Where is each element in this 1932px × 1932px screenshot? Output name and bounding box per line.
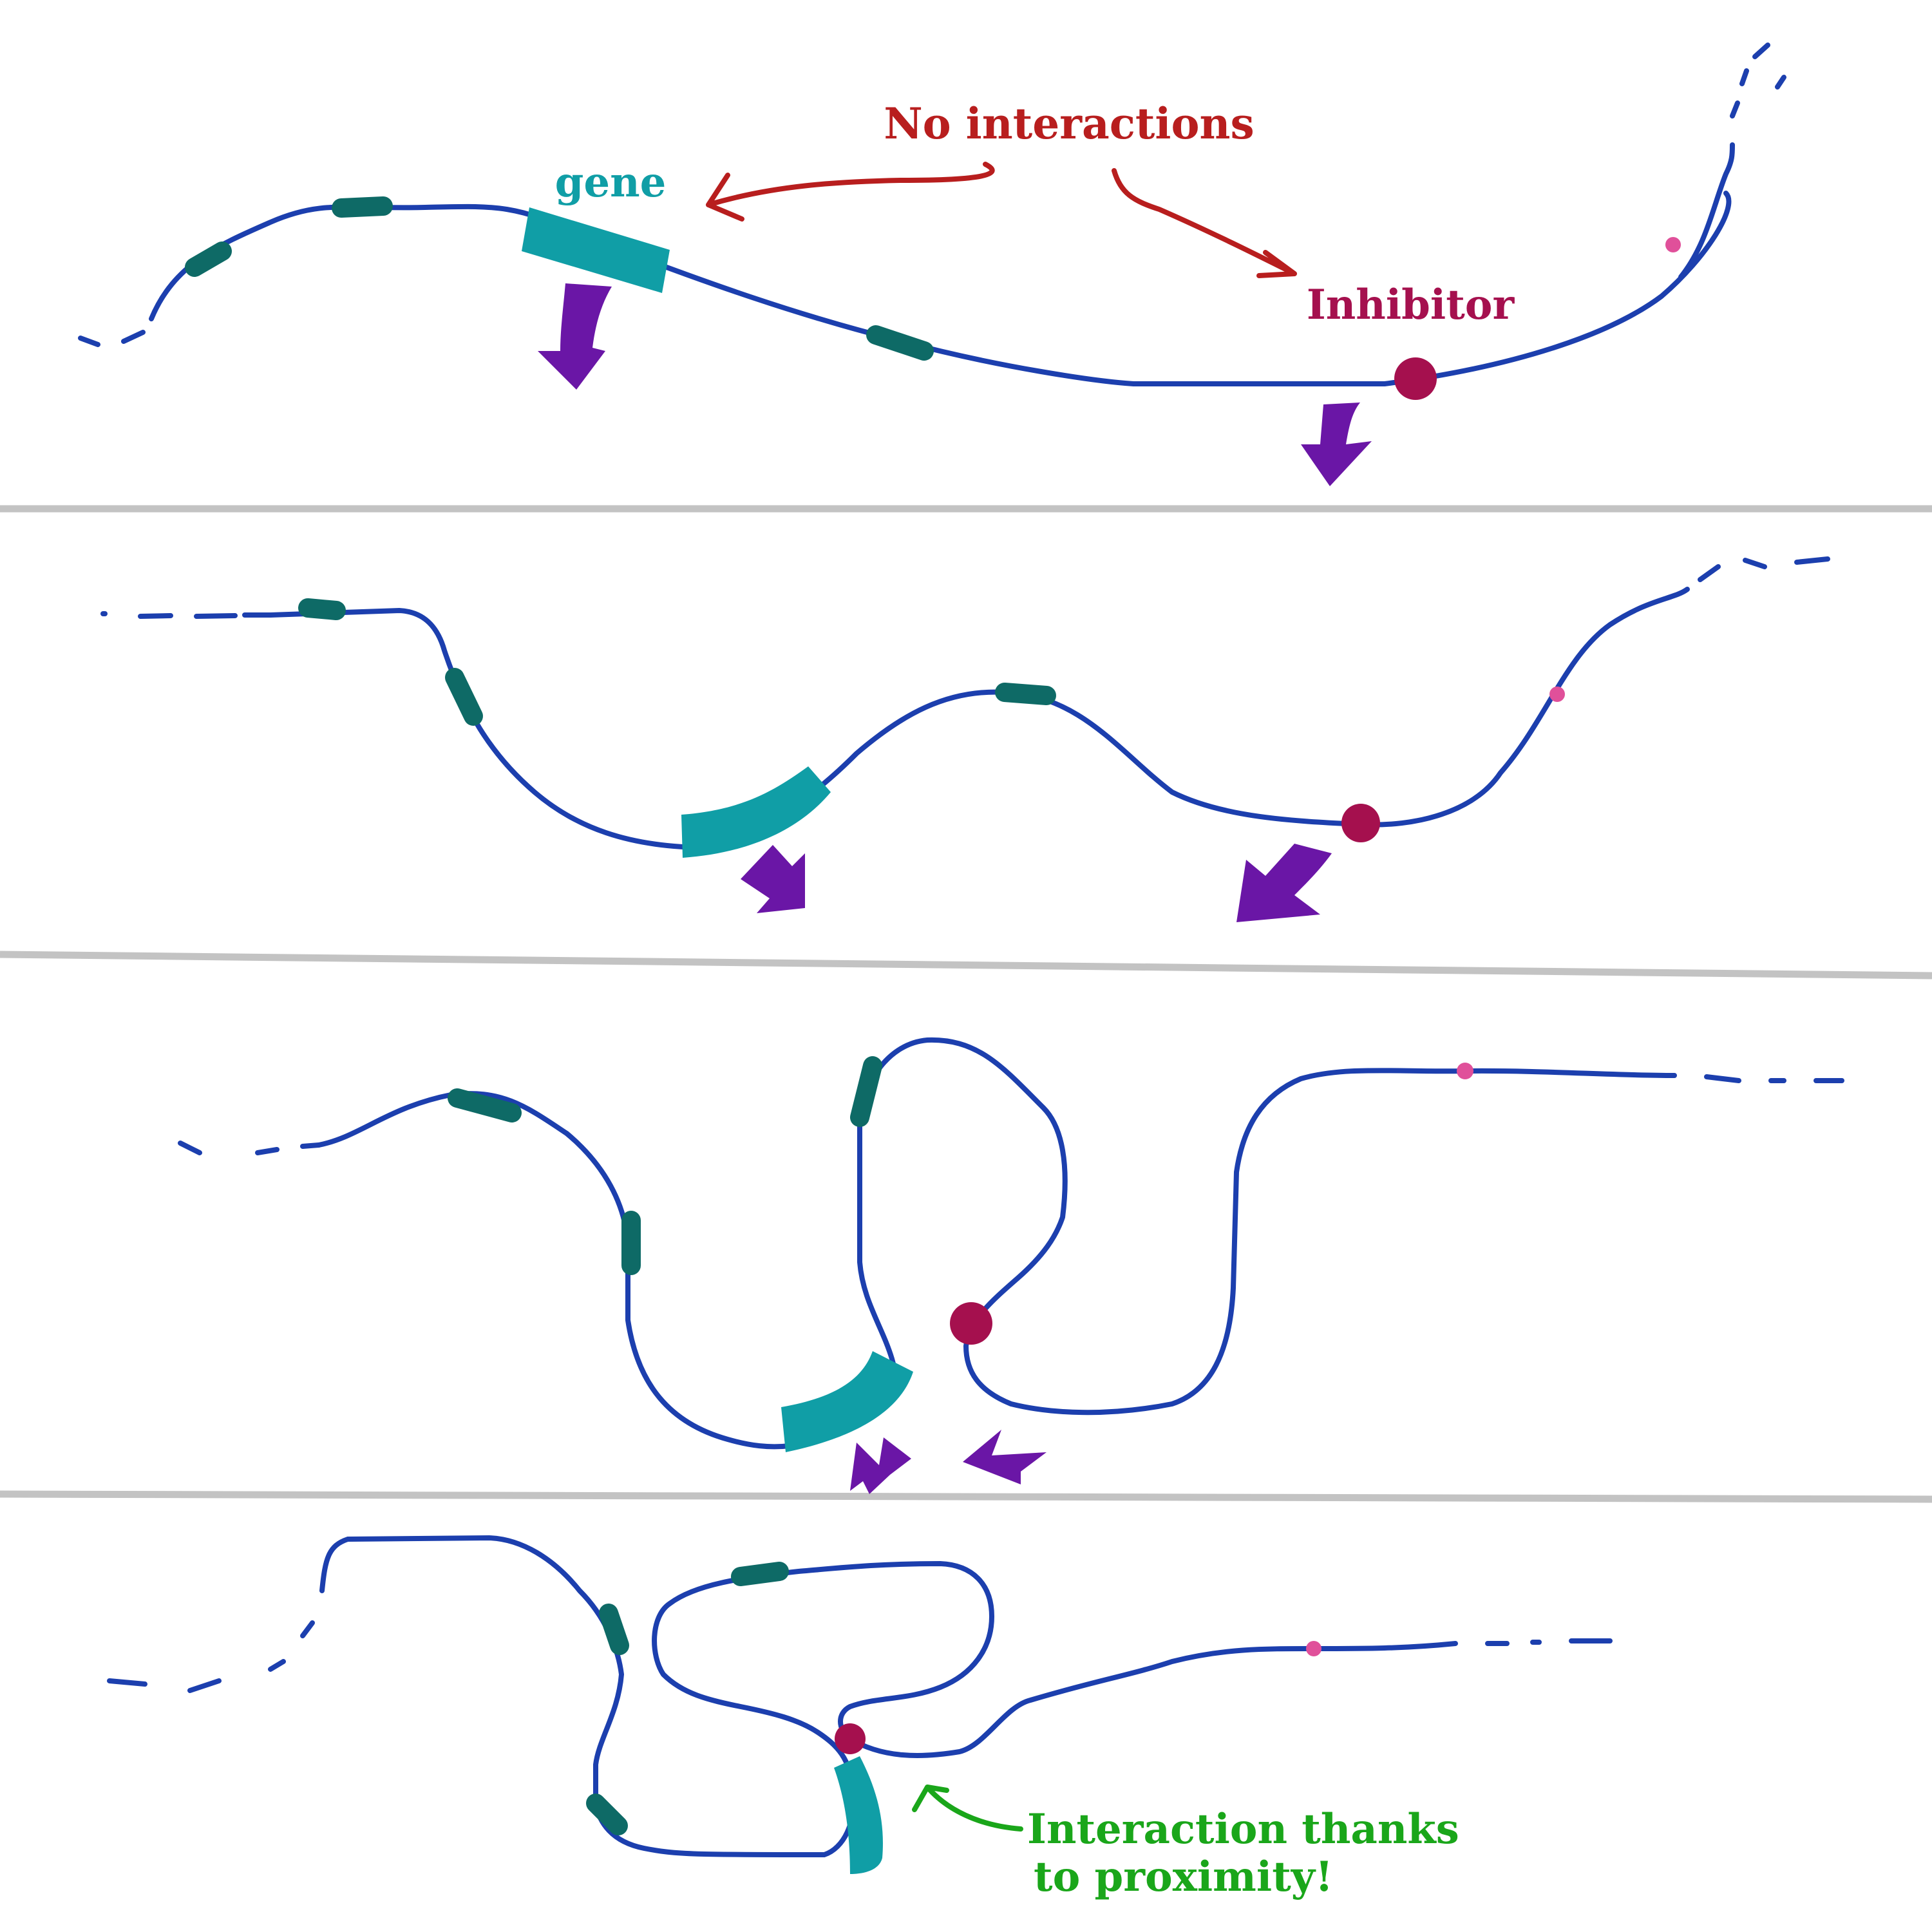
dna-strand-dashed-right [1698, 556, 1830, 582]
arrow-icon [1301, 402, 1372, 486]
panel-3-looping [178, 1037, 1844, 1494]
arrow-icon [538, 283, 612, 390]
gene-block [781, 1351, 913, 1452]
dna-strand-dashed-left [178, 1141, 321, 1155]
divider-2 [0, 951, 1932, 980]
inhibitor-dot [1341, 804, 1380, 842]
gene-block [522, 207, 670, 293]
divider-3 [0, 1490, 1932, 1503]
small-marker [1457, 1063, 1473, 1079]
small-marker [1665, 237, 1681, 252]
other-gene [332, 196, 393, 218]
inhibitor-dot [950, 1302, 992, 1345]
no-interactions-label: No interactions [884, 99, 1254, 149]
gene-block [681, 766, 831, 858]
dna-strand-dashed-left [107, 1620, 315, 1693]
panel-1-linear: No interactions gene Inhibitor [78, 43, 1786, 486]
small-marker [1306, 1641, 1321, 1656]
arrow-icon [1236, 844, 1332, 922]
inhibitor-dot [1394, 357, 1437, 400]
arrow-icon [741, 845, 805, 913]
other-gene [866, 325, 934, 361]
dna-strand-dashed-left [78, 330, 146, 347]
inhibitor-dot [835, 1723, 866, 1754]
panel-4-interaction: Interaction thanks to proximity! [107, 1535, 1613, 1901]
gene-label: gene [555, 158, 667, 207]
dna-strand [316, 1037, 1677, 1450]
dna-strand [149, 191, 1732, 386]
other-gene [586, 1794, 628, 1835]
other-gene [185, 242, 232, 277]
hand-drawn-arrow-icon [1112, 168, 1297, 278]
other-gene [599, 1604, 629, 1655]
interaction-label: Interaction thanks [1027, 1805, 1459, 1853]
dna-strand-right [1678, 142, 1735, 279]
interaction-label-line2: to proximity! [1034, 1853, 1333, 1901]
other-gene [298, 598, 346, 620]
other-gene [850, 1056, 882, 1127]
other-gene [731, 1562, 789, 1586]
dna-strand [319, 1535, 1458, 1858]
other-gene [445, 668, 483, 726]
arrow-icon [963, 1430, 1046, 1484]
dna-strand [268, 587, 1690, 850]
gene-block [834, 1756, 883, 1874]
panel-dividers [0, 505, 1932, 1503]
panel-2-bending [100, 556, 1830, 922]
dna-strand-dashed-right [1730, 43, 1786, 118]
other-gene [995, 683, 1056, 705]
inhibitor-label: Inhibitor [1307, 281, 1515, 329]
other-gene [448, 1088, 522, 1122]
dna-strand-dashed-right [1704, 1074, 1844, 1083]
hand-drawn-arrow-icon [706, 162, 995, 222]
small-marker [1549, 687, 1565, 702]
dna-strand-dashed-left [100, 611, 273, 619]
hand-drawn-arrow-icon [912, 1785, 1023, 1832]
arrow-icon [850, 1437, 911, 1494]
dna-strand-dashed-right [1485, 1638, 1613, 1646]
